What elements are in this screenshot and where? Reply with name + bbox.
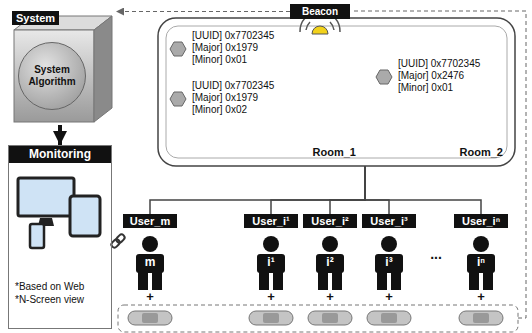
note-text: *N-Screen view bbox=[9, 293, 111, 306]
plus-sign: + bbox=[267, 290, 275, 303]
beacon-field: [Minor] 0x01 bbox=[398, 82, 510, 94]
band-group bbox=[118, 305, 518, 332]
header-tab: User_m bbox=[123, 214, 177, 228]
beacon-label: Beacon bbox=[302, 6, 338, 18]
beacon-field: [UUID] 0x7702345 bbox=[192, 30, 286, 42]
link-line bbox=[271, 166, 365, 214]
plus-sign: + bbox=[326, 290, 334, 303]
beacon-field: [UUID] 0x7702345 bbox=[398, 58, 510, 70]
user-figure: User_i² i² bbox=[303, 214, 357, 290]
link-icon bbox=[110, 233, 126, 249]
room-region: Room_1[UUID] 0x7702345[Major] 0x1979[Min… bbox=[158, 18, 368, 166]
beacon-icon bbox=[300, 18, 340, 34]
user-mark: iⁿ bbox=[454, 254, 508, 270]
beacon-field: [Major] 0x2476 bbox=[398, 70, 510, 82]
monitoring-panel: Monitoring *Based on Web*N-Screen view bbox=[8, 145, 112, 329]
link-line bbox=[330, 166, 365, 214]
room-frame bbox=[158, 18, 515, 166]
user-figure: User_i³ i³ bbox=[362, 214, 416, 290]
system-cube bbox=[14, 16, 112, 122]
system-box: SystemSystem Algorithm bbox=[8, 6, 116, 125]
beacon-hexagon bbox=[170, 42, 392, 106]
header-tab: User_i³ bbox=[362, 214, 416, 228]
beacon-id: [UUID] 0x7702345[Major] 0x1979[Minor] 0x… bbox=[168, 80, 286, 118]
beacon-tab: Beacon bbox=[290, 4, 350, 19]
header-tab: User_i² bbox=[303, 214, 357, 228]
header-tab: Monitoring bbox=[9, 146, 111, 163]
user-mark: i³ bbox=[362, 254, 416, 270]
room-label: Room_1 bbox=[313, 146, 356, 158]
algorithm-circle: System Algorithm bbox=[18, 42, 86, 110]
user-figure: User_iⁿ iⁿ bbox=[454, 214, 508, 290]
plus-sign: + bbox=[146, 290, 154, 303]
header-tab: System bbox=[12, 11, 59, 25]
room-label: Room_2 bbox=[460, 146, 503, 158]
plus-sign: + bbox=[385, 290, 393, 303]
wristbands bbox=[128, 311, 503, 325]
link-line bbox=[365, 166, 481, 214]
link-line bbox=[150, 166, 365, 214]
header-tab: User_i¹ bbox=[244, 214, 298, 228]
user-figure: User_i¹ i¹ bbox=[244, 214, 298, 290]
beacon-field: [Major] 0x1979 bbox=[192, 42, 286, 54]
beacon-field: [UUID] 0x7702345 bbox=[192, 80, 286, 92]
header-tab: User_iⁿ bbox=[454, 214, 508, 228]
beacon-field: [Minor] 0x01 bbox=[192, 54, 286, 66]
beacon-field: [Major] 0x1979 bbox=[192, 92, 286, 104]
ellipsis: ... bbox=[430, 248, 442, 261]
plus-sign: + bbox=[477, 290, 485, 303]
beacon-field: [Minor] 0x02 bbox=[192, 104, 286, 116]
algorithm-label: System Algorithm bbox=[19, 64, 85, 88]
user-figure: User_mm bbox=[123, 214, 177, 290]
feedback-line bbox=[352, 11, 526, 318]
user-mark: i² bbox=[303, 254, 357, 270]
user-mark: i¹ bbox=[244, 254, 298, 270]
user-mark: m bbox=[123, 254, 177, 270]
flow-arrow bbox=[58, 125, 62, 145]
room-region: Room_2 [UUID] 0x7702345[Major] 0x2476[Min… bbox=[368, 18, 515, 166]
note-text: *Based on Web bbox=[9, 280, 111, 293]
beacon-id: [UUID] 0x7702345[Major] 0x1979[Minor] 0x… bbox=[168, 30, 286, 68]
link-line bbox=[365, 166, 389, 214]
beacon-id: [UUID] 0x7702345[Major] 0x2476[Minor] 0x… bbox=[374, 58, 510, 96]
signal-line bbox=[116, 11, 290, 12]
device-icons bbox=[18, 178, 100, 248]
user-figures bbox=[136, 236, 495, 290]
